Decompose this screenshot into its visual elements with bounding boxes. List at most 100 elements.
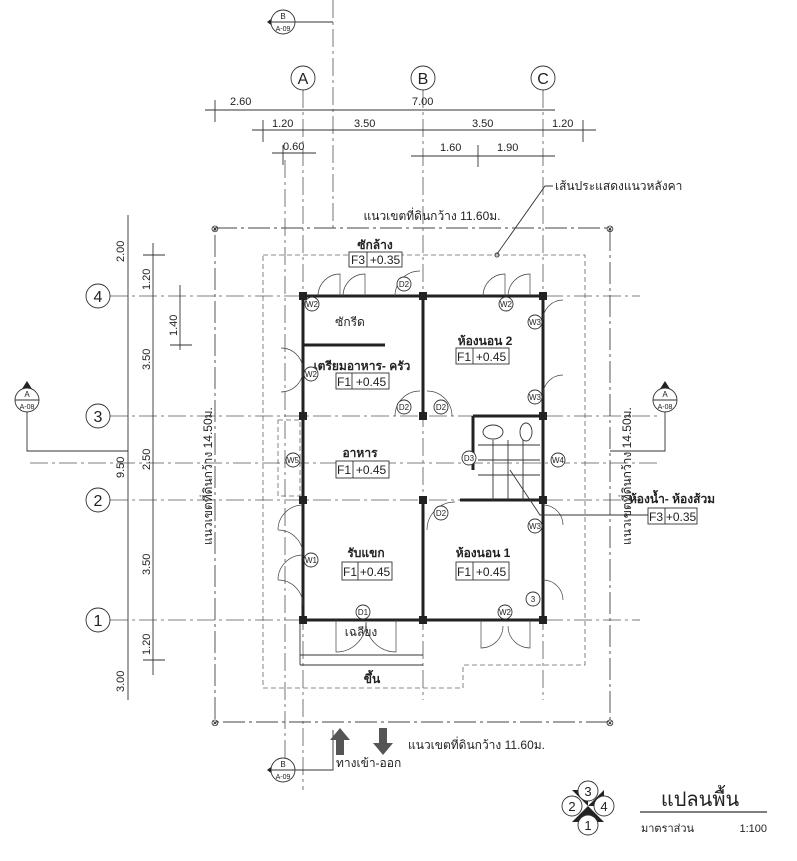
svg-text:+0.45: +0.45 xyxy=(476,565,507,579)
svg-text:W3: W3 xyxy=(529,393,542,402)
boundary-width-label-top: แนวเขตที่ดินกว้าง 11.60ม. xyxy=(364,207,501,223)
svg-text:B: B xyxy=(418,71,429,88)
svg-text:F3: F3 xyxy=(351,253,365,267)
svg-text:4: 4 xyxy=(600,799,607,814)
svg-text:W3: W3 xyxy=(529,318,542,327)
door-swings xyxy=(277,270,564,653)
svg-text:+0.45: +0.45 xyxy=(476,350,507,364)
grid-bubble-a: A xyxy=(290,65,316,91)
svg-text:A: A xyxy=(298,71,309,88)
svg-text:⊗: ⊗ xyxy=(606,718,614,729)
svg-text:W2: W2 xyxy=(305,370,318,379)
roof-outline xyxy=(262,254,586,689)
room-porch: เฉลียง xyxy=(345,625,378,639)
walls xyxy=(277,292,547,666)
room-bathroom: ห้องน้ำ- ห้องส้วม F3 +0.35 xyxy=(509,469,715,525)
top-dimensions: 2.60 7.00 1.20 3.50 3.50 1.20 0.60 1.60 … xyxy=(205,96,596,167)
svg-text:3.50: 3.50 xyxy=(141,349,153,370)
left-dimensions: 2.00 9.50 3.00 1.20 3.50 2.50 3.50 1.20 … xyxy=(115,215,192,700)
boundary-depth-label-left: แนวเขตที่ดินกว้าง 14.50ม. xyxy=(199,407,215,545)
svg-text:W3: W3 xyxy=(529,522,542,531)
grid-bubble-2: 2 xyxy=(85,487,111,513)
tag-w2: W2 xyxy=(498,296,514,312)
drawing-title: แปลนพื้น xyxy=(661,785,740,811)
svg-text:W2: W2 xyxy=(306,300,319,309)
room-living: รับแขก F1 +0.45 xyxy=(341,546,393,581)
tag-w1: W1 xyxy=(303,552,319,568)
svg-text:3.00: 3.00 xyxy=(115,671,127,692)
svg-text:D3: D3 xyxy=(464,454,475,463)
section-marker-b-top: B A-09 xyxy=(267,9,333,35)
bathroom-fixtures xyxy=(478,422,540,500)
svg-text:ทางเข้า-ออก: ทางเข้า-ออก xyxy=(336,756,401,770)
svg-text:A: A xyxy=(662,390,668,399)
svg-text:1.20: 1.20 xyxy=(141,269,153,290)
section-marker-a-left: A A-08 xyxy=(14,381,128,452)
svg-text:D1: D1 xyxy=(358,608,369,617)
svg-text:+0.35: +0.35 xyxy=(666,510,697,524)
svg-text:W5: W5 xyxy=(287,456,300,465)
door-window-tags: D2 D2 D2 D2 D3 D1 W2 W2 W2 W2 W3 W3 W3 W… xyxy=(285,276,566,620)
svg-text:D2: D2 xyxy=(399,403,410,412)
tag-w2: W2 xyxy=(497,604,513,620)
tag-d2: D2 xyxy=(396,399,412,415)
svg-text:W4: W4 xyxy=(552,456,565,465)
svg-text:เตรียมอาหาร- ครัว: เตรียมอาหาร- ครัว xyxy=(314,359,411,373)
svg-text:3.50: 3.50 xyxy=(472,118,493,130)
svg-text:เส้นประแสดงแนวหลังคา: เส้นประแสดงแนวหลังคา xyxy=(555,179,682,193)
room-laundry: ซักล้าง F3 +0.35 xyxy=(348,238,403,268)
tag-w3: W3 xyxy=(527,314,543,330)
section-marker-b-bottom: B A-09 xyxy=(267,730,334,783)
tag-w3: W3 xyxy=(527,389,543,405)
svg-text:D2: D2 xyxy=(399,280,410,289)
room-ironing: ซักรีด xyxy=(335,315,365,329)
svg-text:1.60: 1.60 xyxy=(440,142,461,154)
svg-text:ห้องนอน 1: ห้องนอน 1 xyxy=(456,546,511,560)
svg-text:ห้องน้ำ- ห้องส้วม: ห้องน้ำ- ห้องส้วม xyxy=(629,489,715,506)
svg-text:F1: F1 xyxy=(337,463,351,477)
svg-text:ห้องนอน 2: ห้องนอน 2 xyxy=(458,334,513,348)
svg-text:+0.45: +0.45 xyxy=(360,565,391,579)
grid-bubble-1: 1 xyxy=(85,607,111,633)
svg-text:0.60: 0.60 xyxy=(283,141,304,153)
svg-text:4: 4 xyxy=(94,289,103,306)
room-bedroom-1: ห้องนอน 1 F1 +0.45 xyxy=(455,546,511,581)
svg-text:F1: F1 xyxy=(457,350,471,364)
svg-text:F1: F1 xyxy=(343,565,357,579)
svg-text:B: B xyxy=(280,12,285,21)
svg-text:รับแขก: รับแขก xyxy=(347,546,384,560)
svg-text:F1: F1 xyxy=(457,565,471,579)
property-boundary: ⊗ ⊗ ⊗ ⊗ xyxy=(211,224,614,729)
svg-text:F3: F3 xyxy=(649,510,663,524)
svg-text:A-09: A-09 xyxy=(276,774,291,781)
entrance: ทางเข้า-ออก xyxy=(330,728,401,770)
svg-text:ซักล้าง: ซักล้าง xyxy=(357,238,393,252)
svg-text:1: 1 xyxy=(584,818,591,833)
svg-text:W2: W2 xyxy=(499,608,512,617)
svg-text:⊗: ⊗ xyxy=(211,224,219,235)
svg-text:⊗: ⊗ xyxy=(606,224,614,235)
svg-text:1: 1 xyxy=(94,613,103,630)
svg-text:3: 3 xyxy=(94,409,103,426)
room-dining: อาหาร F1 +0.45 xyxy=(335,446,390,479)
stairs-up-label: ขึ้น xyxy=(364,669,381,686)
svg-text:W2: W2 xyxy=(500,300,513,309)
svg-text:F1: F1 xyxy=(337,375,351,389)
tag-d2: D2 xyxy=(433,399,449,415)
room-bedroom-2: ห้องนอน 2 F1 +0.45 xyxy=(455,334,513,365)
svg-text:+0.45: +0.45 xyxy=(356,463,387,477)
tag-d1: D1 xyxy=(355,604,371,620)
tag-3: 3 xyxy=(525,591,541,607)
grid-bubble-3: 3 xyxy=(85,403,111,429)
svg-text:A-09: A-09 xyxy=(276,26,291,33)
tag-w5: W5 xyxy=(285,452,301,468)
orientation-symbol: 3 2 4 1 xyxy=(561,780,615,836)
svg-text:C: C xyxy=(537,71,549,88)
svg-text:9.50: 9.50 xyxy=(115,457,127,478)
scale-value: 1:100 xyxy=(739,823,767,835)
svg-text:A-08: A-08 xyxy=(658,404,673,411)
svg-text:3: 3 xyxy=(531,595,536,604)
arrow-up-icon xyxy=(330,728,350,755)
tag-d2: D2 xyxy=(433,505,449,521)
svg-text:1.20: 1.20 xyxy=(272,118,293,130)
